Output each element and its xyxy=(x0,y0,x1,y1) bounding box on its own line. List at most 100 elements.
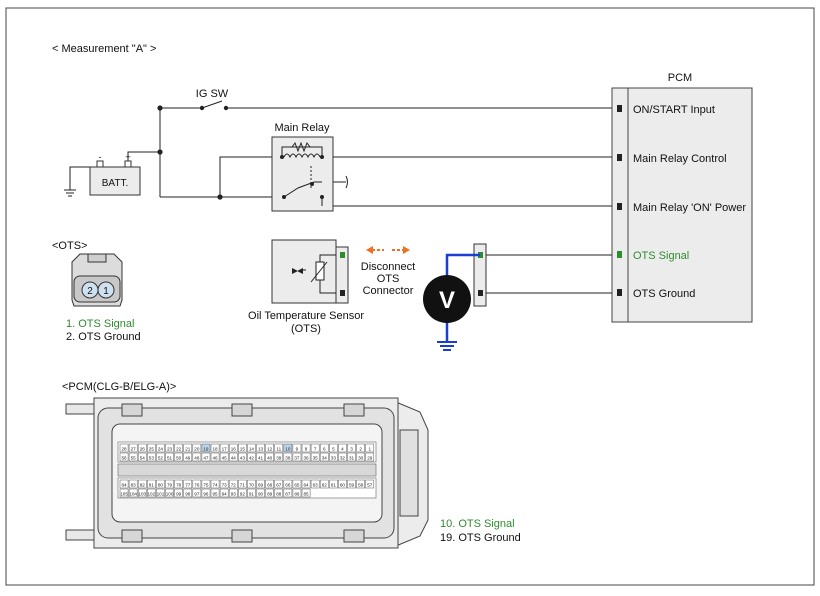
power-wiring xyxy=(64,100,612,207)
disconnect-label-2: OTS xyxy=(377,273,400,285)
pcm-pin-cell xyxy=(165,488,174,498)
pcm-pin-cell xyxy=(301,479,311,489)
pcm-pin-cell xyxy=(247,479,256,489)
pcm-pin-cell xyxy=(137,452,147,462)
pcm-pin-number: 80 xyxy=(158,482,164,487)
pcm-pin-cell xyxy=(301,488,311,498)
pcm-pin-number: 43 xyxy=(240,455,246,460)
pcm-box xyxy=(627,87,753,323)
pcm-pin-cell xyxy=(119,479,129,489)
main-relay-label: Main Relay xyxy=(274,122,330,134)
pcm-pin-number: 42 xyxy=(249,455,255,460)
pcm-label-ots-signal: OTS Signal xyxy=(633,250,689,262)
pcm-pin-number: 5 xyxy=(332,446,335,451)
pcm-pin-cell xyxy=(165,452,174,462)
pcm-pin-number: 74 xyxy=(212,482,218,487)
pcm-pin-number: 55 xyxy=(131,455,137,460)
pcm-pin-cell xyxy=(137,488,147,498)
pcm-pin-number: 45 xyxy=(222,455,228,460)
pcm-pin-number: 24 xyxy=(158,446,164,451)
ots-pin-1-label: 1 xyxy=(103,286,109,297)
pcm-pin-cell xyxy=(201,443,211,453)
pcm-pin-cell xyxy=(301,452,311,462)
battery: - + BATT. xyxy=(89,152,141,196)
pcm-pin-cell xyxy=(292,488,302,498)
junction-dot-2 xyxy=(157,105,163,111)
pcm-pin-number: 85 xyxy=(303,491,309,496)
pcm-pin-number: 9 xyxy=(296,446,299,451)
junction-dot-3 xyxy=(217,194,223,200)
pcm-pin-cell xyxy=(183,488,193,498)
pcm-pin-cell xyxy=(219,452,229,462)
pcm-pin-cell xyxy=(219,488,229,498)
pcm-pin-cell xyxy=(156,443,165,453)
pcm-pin-number: 33 xyxy=(331,455,337,460)
pcm-pin-number: 98 xyxy=(185,491,191,496)
pcm-pin-number: 81 xyxy=(149,482,155,487)
pcm-title: PCM xyxy=(668,72,692,84)
pcm-pin-number: 66 xyxy=(285,482,291,487)
pcm-pin-cell xyxy=(156,488,165,498)
pcm-pin-number: 41 xyxy=(258,455,264,460)
pcm-pin-number: 90 xyxy=(258,491,264,496)
pcm-pin-number: 86 xyxy=(294,491,300,496)
pcm-pin-number: 83 xyxy=(131,482,137,487)
pcm-pin-cell xyxy=(265,488,274,498)
pcm-pin-cell xyxy=(228,443,238,453)
pcm-pin-number: 49 xyxy=(185,455,191,460)
oil-temperature-sensor: Oil Temperature Sensor (OTS) xyxy=(248,239,364,335)
pcm-pin-cell xyxy=(210,443,220,453)
pcm-pin-cell xyxy=(265,452,274,462)
pcm-pin-cell xyxy=(365,479,375,489)
ig-sw-contact-a xyxy=(199,105,205,111)
pcm-pin-cell xyxy=(319,452,329,462)
pcm-pin-number: 51 xyxy=(167,455,173,460)
pcm-pin-cell xyxy=(310,443,320,453)
pcm-pin-number: 93 xyxy=(231,491,237,496)
pcm-pin-cell xyxy=(283,452,293,462)
pcm-pin-number: 8 xyxy=(305,446,308,451)
pcm-pin-cell xyxy=(338,452,347,462)
pcm-pin-cell xyxy=(310,452,320,462)
pcm-pin-cell xyxy=(338,479,347,489)
pcm-pin-relay-control xyxy=(617,154,622,161)
diagram-frame xyxy=(5,7,815,586)
pcm-pin-number: 103 xyxy=(138,491,146,496)
pcm-pin-cell xyxy=(238,443,247,453)
pcm-pin-number: 56 xyxy=(121,455,127,460)
pcm-pin-cell xyxy=(247,443,256,453)
pcm-pin-cell xyxy=(174,488,183,498)
pcm-pin-cell xyxy=(183,443,193,453)
pcm-pin-number: 37 xyxy=(294,455,300,460)
pcm-label-relay-control: Main Relay Control xyxy=(633,153,727,165)
pcm-pin-cell xyxy=(247,452,256,462)
pcm-pin-cell xyxy=(210,488,220,498)
ig-sw-label: IG SW xyxy=(196,88,229,100)
pcm-pin-cell xyxy=(238,488,247,498)
pcm-pin-number: 96 xyxy=(203,491,209,496)
pcm-pin-cell xyxy=(365,443,375,453)
pcm-pin-cell xyxy=(274,443,284,453)
pcm-pin-cell xyxy=(238,479,247,489)
pcm-pin-number: 52 xyxy=(158,455,164,460)
ots-pin-2-label: 2 xyxy=(87,286,93,297)
pcm-pin-cell xyxy=(356,443,365,453)
pcm-pin-number: 88 xyxy=(276,491,282,496)
pcm-pin-cell xyxy=(274,452,284,462)
pcm-pin-number: 69 xyxy=(258,482,264,487)
pcm-pin-cell xyxy=(219,443,229,453)
pcm-pin-cell xyxy=(128,452,138,462)
pcm-pin-number: 75 xyxy=(203,482,209,487)
pcm-pin-number: 87 xyxy=(285,491,291,496)
pcm-pin-number: 53 xyxy=(149,455,155,460)
pcm-pin-cell xyxy=(292,479,302,489)
pcm-pin-number: 78 xyxy=(176,482,182,487)
pcm-pin-cell xyxy=(119,443,129,453)
pcm-pin-cell xyxy=(247,488,256,498)
pcm-pin-number: 54 xyxy=(140,455,146,460)
pcm-pin-cell xyxy=(192,479,202,489)
pcm-pin-cell xyxy=(238,452,247,462)
pcm-pin-cell xyxy=(256,452,265,462)
pcm-pin-cell xyxy=(165,443,174,453)
pcm-pin-cell xyxy=(292,443,302,453)
